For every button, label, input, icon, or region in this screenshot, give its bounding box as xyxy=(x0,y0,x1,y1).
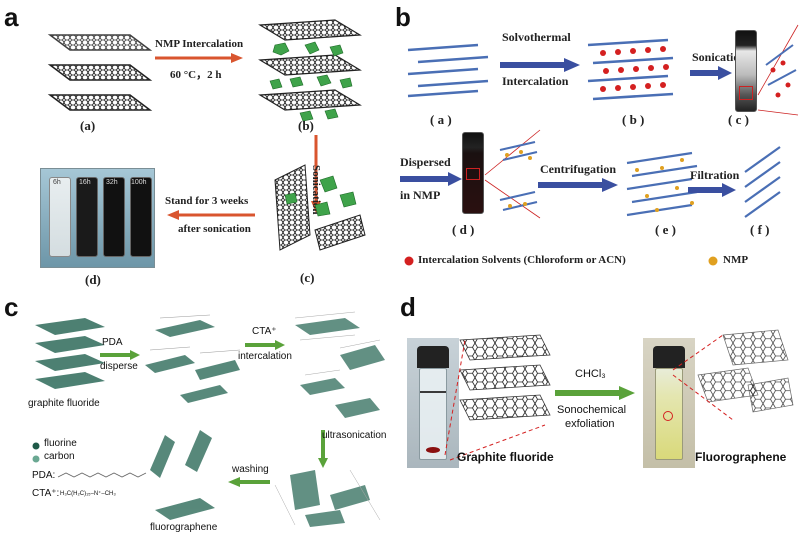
intercalated-stack-b xyxy=(258,19,362,122)
cta-formula: H₃C(H₂C)₁₅–N⁺–CH₃ xyxy=(60,491,116,497)
d-right-label: Fluorographene xyxy=(695,450,787,464)
d-process-line1: Sonochemical xyxy=(557,404,627,416)
c-arrow3-label: ultrasonication xyxy=(322,430,387,441)
arrow-a3-line1: Stand for 3 weeks xyxy=(165,195,249,207)
b-step-f: ( f ) xyxy=(750,222,770,237)
exfoliated-sheets-c xyxy=(274,164,366,251)
b-arrow3-line2: in NMP xyxy=(400,188,441,202)
arrow-a1-line1: NMP Intercalation xyxy=(155,38,244,50)
b-arrow2 xyxy=(690,66,732,80)
sheet-1 xyxy=(47,34,153,51)
d-left-vial-photo xyxy=(407,338,459,468)
d-reagent: CHCl₃ xyxy=(575,368,606,380)
b-sheets-f xyxy=(744,146,781,218)
d-left-graphene xyxy=(444,334,551,461)
vials-photo: 6h 16h 32h 100h xyxy=(40,168,155,268)
b-vial-c xyxy=(735,30,757,112)
panel-b: b ( a ) Solvothermal Intercalation ( b )… xyxy=(390,0,800,290)
legend-fluorine-text: fluorine xyxy=(44,438,77,449)
b-zoom-c xyxy=(757,24,799,116)
b-arrow1 xyxy=(500,58,580,72)
c-start-label: graphite fluoride xyxy=(28,398,100,409)
graphite-stack-a xyxy=(47,34,153,111)
arrow-a1-line2: 60 °C，2 h xyxy=(170,69,222,81)
step-d-label: (d) xyxy=(85,272,101,287)
legend-carbon-text: carbon xyxy=(44,451,75,462)
legend-solvent-dot xyxy=(404,256,414,266)
panel-c-label: c xyxy=(4,292,19,322)
c-arrow1 xyxy=(100,350,140,360)
b-step-a: ( a ) xyxy=(430,112,452,127)
graphite-fluoride-stack xyxy=(35,318,105,389)
c-arrow3 xyxy=(318,430,328,468)
sheet-2 xyxy=(47,64,153,81)
step-b-label: (b) xyxy=(298,118,314,133)
b-step-e: ( e ) xyxy=(655,222,676,237)
arrow-a1 xyxy=(155,53,243,63)
intercalated-red-b xyxy=(587,38,674,101)
c-arrow1-line2: disperse xyxy=(100,361,138,372)
b-arrow4 xyxy=(538,178,618,192)
d-process-line2: exfoliation xyxy=(565,418,615,430)
legend-solvent-text: Intercalation Solvents (Chloroform or AC… xyxy=(418,254,626,266)
vial-label-3: 32h xyxy=(106,179,118,186)
d-left-label: Graphite fluoride xyxy=(457,450,554,464)
legend-carbon-dot xyxy=(32,455,40,463)
cta-label: CTA⁺: xyxy=(32,488,60,499)
d-right-vial-photo xyxy=(643,338,695,468)
vial-label-4: 100h xyxy=(131,179,147,186)
step-a-label: (a) xyxy=(80,118,96,133)
pda-structure xyxy=(57,472,147,478)
d-right-graphene xyxy=(672,329,794,421)
b-arrow3-line1: Dispersed xyxy=(400,155,451,169)
step-c-label: (c) xyxy=(300,270,315,285)
panel-b-label: b xyxy=(395,2,411,32)
legend-nmp-text: NMP xyxy=(723,254,749,266)
b-step-d: ( d ) xyxy=(452,222,475,237)
b-arrow4-label: Centrifugation xyxy=(540,162,616,176)
c-arrow2 xyxy=(245,340,285,350)
b-arrow5 xyxy=(688,183,736,197)
c-arrow2-line2: intercalation xyxy=(238,351,292,362)
c-arrow2-line1: CTA⁺ xyxy=(252,326,277,337)
b-zoom-d xyxy=(484,129,541,219)
sheet-3 xyxy=(47,94,153,111)
vial-label-1: 6h xyxy=(53,179,61,186)
b-step-b: ( b ) xyxy=(622,112,645,127)
b-arrow2-label: Sonication xyxy=(692,50,747,64)
panel-a: a (a) NMP Intercalation 60 °C，2 h xyxy=(0,0,390,290)
b-step-c: ( c ) xyxy=(728,112,749,127)
sonicated-dispersion xyxy=(274,469,381,527)
d-arrow xyxy=(555,386,635,400)
pda-dispersed xyxy=(145,314,241,403)
panel-d-label: d xyxy=(400,292,416,322)
b-vial-d xyxy=(462,132,484,214)
pda-label: PDA: xyxy=(32,470,56,481)
legend-fluorine-dot xyxy=(32,442,40,450)
legend-nmp-dot xyxy=(708,256,718,266)
blue-stack-a xyxy=(407,43,489,98)
c-arrow4-label: washing xyxy=(232,464,269,475)
c-arrow4 xyxy=(228,477,270,487)
c-end-label: fluorographene xyxy=(150,522,218,533)
panel-a-label: a xyxy=(4,2,19,32)
panel-c: c graphite fluoride PDA disperse CTA⁺ in… xyxy=(0,290,395,538)
cta-intercalated xyxy=(294,311,385,418)
c-arrow1-line1: PDA xyxy=(102,337,123,348)
b-arrow5-label: Filtration xyxy=(690,168,740,182)
arrow-a3-line2: after sonication xyxy=(178,223,251,235)
vial-label-2: 16h xyxy=(79,179,91,186)
b-dispersed-e xyxy=(626,151,698,217)
fluorographene-c xyxy=(150,430,215,520)
b-arrow3 xyxy=(400,172,462,186)
b-arrow1-line1: Solvothermal xyxy=(502,30,571,44)
panel-d: d Graphite fluoride CHCl₃ Sonochemical e… xyxy=(395,290,800,538)
b-arrow1-line2: Intercalation xyxy=(502,74,569,88)
arrow-a3 xyxy=(167,210,255,220)
